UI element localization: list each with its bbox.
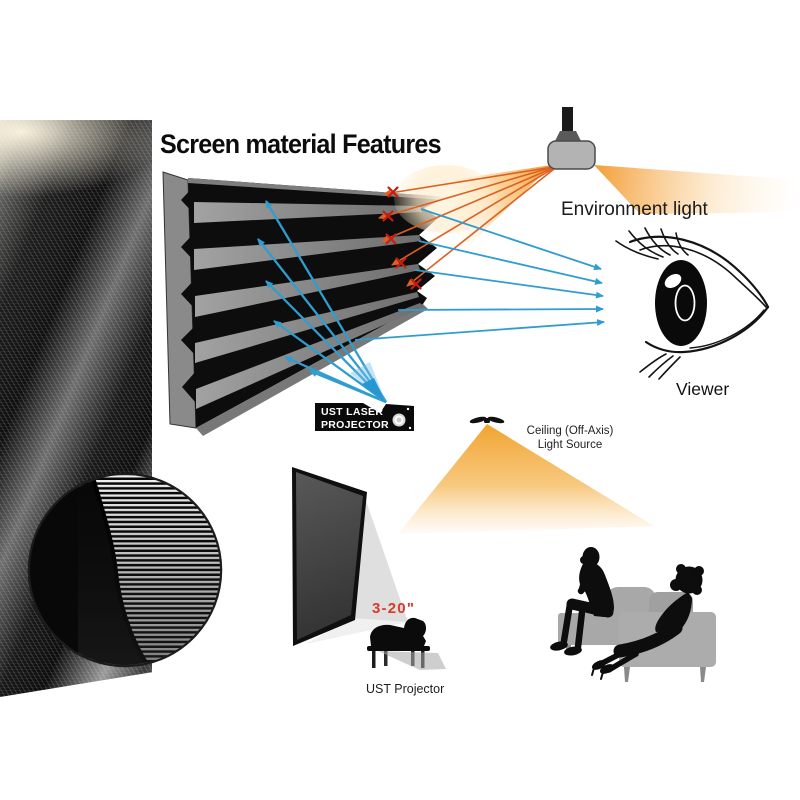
audience-couch-scene (550, 547, 716, 682)
ust-laser-line1: UST LASER (321, 406, 384, 418)
ceiling-light-line2: Light Source (537, 438, 603, 451)
ust-projector-silhouette (367, 617, 446, 670)
man-silhouette (550, 547, 614, 656)
viewer-eye-icon (615, 227, 770, 380)
ust-laser-projector-box (315, 403, 414, 431)
rejected-x-marks (382, 186, 422, 290)
environment-light-label: Environment light (561, 199, 708, 220)
ust-laser-line2: PROJECTOR (321, 418, 389, 431)
ust-laser-projector-label: UST LASER PROJECTOR (321, 406, 389, 431)
projection-screen (292, 467, 367, 646)
beam-source-core (362, 378, 386, 403)
ceiling-light-label: Ceiling (Off-Axis) Light Source (505, 425, 635, 452)
throw-distance-label: 3-20" (372, 600, 416, 617)
viewer-label: Viewer (676, 379, 730, 399)
sawtooth-detail-circle (27, 472, 223, 668)
sawtooth-panel (162, 171, 448, 436)
reflected-light-rays (354, 208, 605, 341)
ceiling-lamp-icon (547, 107, 596, 170)
ceiling-light-fixture (469, 416, 505, 424)
ambient-glow-right (594, 165, 800, 214)
ust-throw-beam (306, 492, 408, 644)
projector-light-beams (257, 200, 387, 404)
woman-silhouette (591, 564, 704, 680)
ceiling-light-line1: Ceiling (Off-Axis) (526, 425, 614, 437)
page-title: Screen material Features (160, 129, 442, 159)
ceiling-light-cone (398, 424, 654, 534)
ambient-light-rays (378, 166, 555, 287)
ust-projector-label: UST Projector (366, 682, 445, 696)
